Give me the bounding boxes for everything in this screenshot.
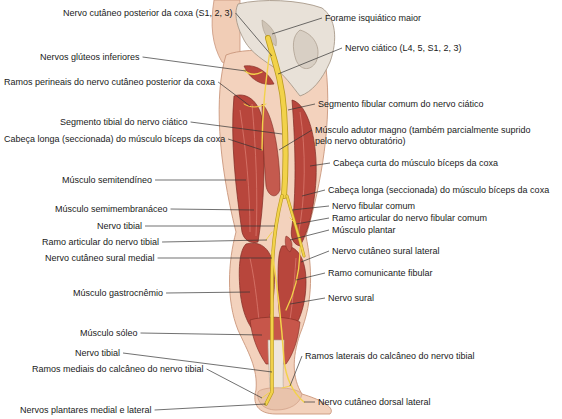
part-label: Nervo cutâneo dorsal lateral — [318, 397, 431, 408]
leader-line — [292, 206, 329, 210]
leader-line — [218, 82, 250, 106]
part-label: Forame isquiático maior — [325, 13, 421, 24]
cutaneous-nerve — [262, 50, 270, 150]
part-label: Nervo tibial — [97, 221, 142, 232]
leader-line — [171, 209, 254, 210]
nerves — [244, 38, 304, 404]
part-label: Cabeça longa (seccionada) do músculo bíc… — [328, 185, 549, 196]
leader-line — [236, 13, 272, 56]
leader-line — [155, 180, 246, 181]
heel — [258, 388, 302, 410]
part-label: Músculo semimembranáceo — [55, 204, 168, 215]
muscle — [285, 236, 292, 252]
gluteal-nerve — [244, 70, 262, 74]
leader-line — [302, 190, 325, 196]
leader-line — [155, 404, 266, 410]
part-label: Músculo sóleo — [80, 328, 138, 339]
part-label: Ramos mediais do calcâneo do nervo tibia… — [32, 364, 204, 375]
part-label: Cabeça longa (seccionada) do músculo bíc… — [4, 134, 225, 145]
leader-line — [272, 18, 322, 34]
leader-line — [279, 130, 312, 150]
part-label: Nervo tibial — [75, 348, 120, 359]
leader-line — [141, 333, 262, 335]
part-label: Nervos glúteos inferiores — [40, 52, 140, 63]
leader-line — [296, 218, 329, 224]
leader-line — [278, 48, 342, 74]
leader-line — [145, 226, 275, 227]
leader-line — [228, 139, 262, 150]
leader-line — [158, 258, 272, 259]
part-label: Músculo gastrocnêmio — [73, 288, 163, 299]
part-label: Ramos laterais do calcâneo do nervo tibi… — [305, 351, 475, 362]
muscle-striation — [240, 110, 250, 232]
part-label: Ramo articular do nervo tibial — [42, 237, 159, 248]
leader-line — [310, 163, 330, 166]
tibial-nerve — [266, 196, 282, 404]
part-label: Nervo ciático (L4, 5, S1, 2, 3) — [345, 43, 462, 54]
part-label: Nervos plantares medial e lateral — [20, 405, 152, 416]
part-label: Cabeça curta do músculo bíceps da coxa — [333, 158, 498, 169]
sciatic-nerve — [268, 38, 286, 196]
muscle-striation — [298, 112, 304, 236]
part-label: Músculo adutor magno (também parcialment… — [315, 125, 547, 147]
leader-line — [290, 230, 329, 240]
part-label: Nervo cutâneo posterior da coxa (S1, 2, … — [63, 8, 233, 19]
leader-line — [207, 369, 262, 398]
pelvis-bone — [236, 1, 335, 96]
muscle — [233, 95, 264, 243]
part-label: Ramo articular do nervo fibular comum — [332, 213, 487, 224]
part-label: Ramos perineais do nervo cutâneo posteri… — [4, 77, 215, 88]
leader-line — [143, 57, 246, 71]
part-label: Nervo cutâneo sural medial — [45, 253, 155, 264]
part-label: Segmento fibular comum do nervo ciático — [318, 99, 484, 110]
tibial-nerve — [266, 196, 282, 404]
leader-line — [166, 292, 250, 293]
fibular-nerve — [287, 196, 304, 256]
leader-line — [304, 402, 315, 403]
fibular-nerve — [287, 196, 304, 256]
perineal-branch — [244, 104, 266, 107]
leader-line — [290, 298, 325, 304]
sural-nerve — [272, 252, 304, 402]
sural-nerve — [286, 248, 300, 310]
part-label: Músculo semitendíneo — [62, 175, 152, 186]
muscle-striation — [252, 104, 257, 236]
leader-line — [162, 240, 267, 242]
muscle — [244, 66, 274, 85]
leader-line — [290, 356, 302, 386]
leader-line — [296, 273, 325, 280]
part-label: Segmento tibial do nervo ciático — [60, 117, 188, 128]
part-label: Ramo comunicante fibular — [328, 268, 433, 279]
part-label: Nervo sural — [328, 293, 374, 304]
leader-line — [288, 104, 315, 110]
sciatic-nerve — [268, 38, 286, 196]
part-label: Músculo plantar — [332, 225, 396, 236]
part-label: Nervo cutâneo sural lateral — [332, 246, 440, 257]
leader-line — [191, 122, 282, 134]
leader-line — [301, 251, 329, 262]
muscle — [262, 104, 280, 196]
nerve-branch — [262, 218, 296, 398]
part-label: Nervo fibular comum — [332, 201, 415, 212]
